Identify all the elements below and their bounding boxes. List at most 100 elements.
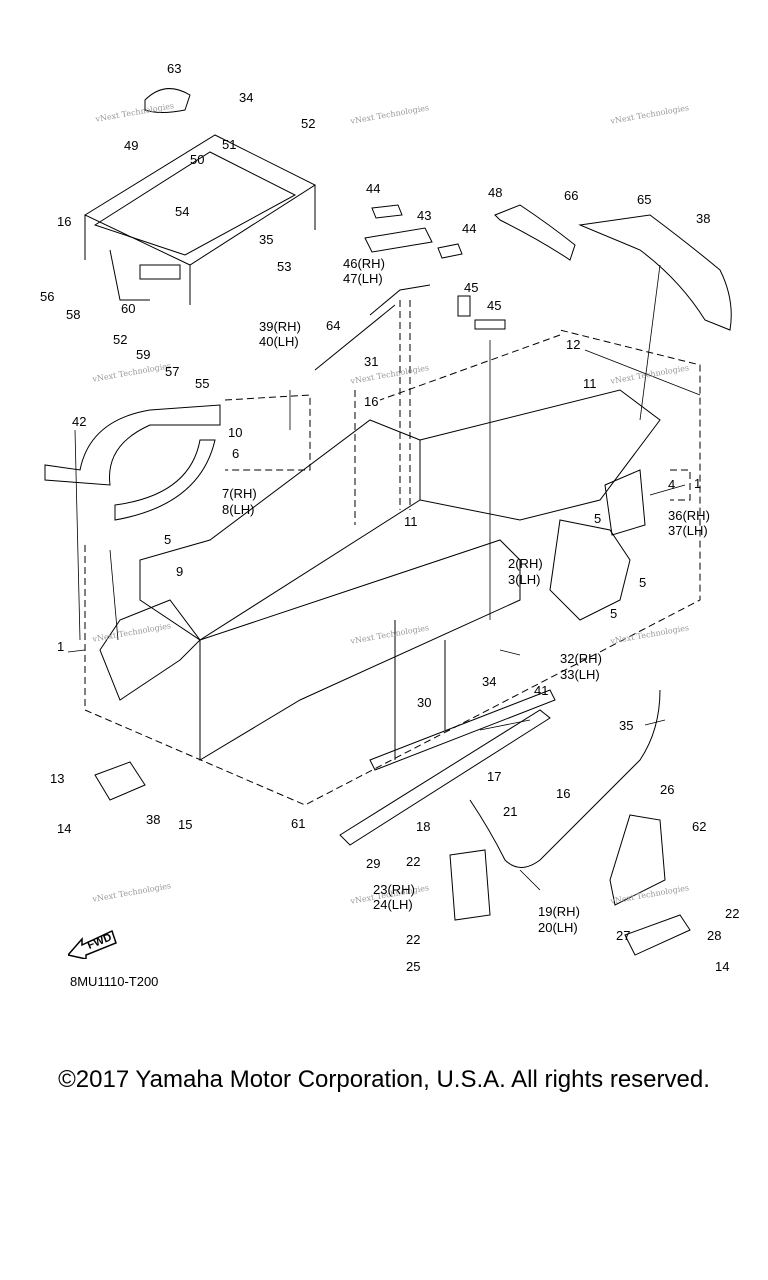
callout-label: 5 (639, 575, 647, 590)
callout-label: 29 (366, 856, 381, 871)
side-rails (339, 620, 556, 846)
callout-label: 40(LH) (259, 334, 299, 349)
callout-label: 30 (417, 695, 432, 710)
callout-label: 22 (406, 854, 421, 869)
part-45-shape (457, 295, 471, 317)
callout-label: 65 (637, 192, 652, 207)
callout-label: 34 (482, 674, 497, 689)
part-45-shape (474, 319, 506, 330)
callout-label: 16 (57, 214, 72, 229)
callout-label: 36(RH) (668, 508, 710, 523)
callout-label: 34 (239, 90, 254, 105)
part-36-37-shape (604, 469, 646, 536)
callout-label: 22 (406, 932, 421, 947)
callout-label: 22 (725, 906, 740, 921)
callout-label: 38 (146, 812, 161, 827)
callout-label: 60 (121, 301, 136, 316)
callout-label: 5 (610, 606, 618, 621)
callout-label: 2(RH) (508, 556, 543, 571)
callout-label: 23(RH) (373, 882, 415, 897)
callout-label: 56 (40, 289, 55, 304)
callout-label: 52 (113, 332, 128, 347)
part-44-shape (437, 243, 463, 259)
callout-label: 35 (259, 232, 274, 247)
callout-label: 3(LH) (508, 572, 541, 587)
callout-label: 25 (406, 959, 421, 974)
callout-label: 1 (694, 476, 702, 491)
callout-label: 52 (301, 116, 316, 131)
part-48-shape (494, 204, 576, 261)
diagram-code: 8MU1110-T200 (70, 974, 159, 989)
callout-label: 47(LH) (343, 271, 383, 286)
part-28-shape (624, 914, 691, 956)
callout-label: 51 (222, 137, 237, 152)
callout-label: 58 (66, 307, 81, 322)
callout-label: 28 (707, 928, 722, 943)
callout-label: 61 (291, 816, 306, 831)
assembly-dashed-outline (84, 300, 701, 806)
callout-label: 27 (616, 928, 631, 943)
callout-label: 39(RH) (259, 319, 301, 334)
callout-label: 14 (57, 821, 72, 836)
parts-drawing (44, 88, 732, 956)
callout-label: 41 (534, 683, 549, 698)
callout-label: 6 (232, 446, 240, 461)
callout-label: 62 (692, 819, 707, 834)
part-46-47-shape (369, 284, 431, 316)
callout-label: 16 (364, 394, 379, 409)
callout-label: 31 (364, 354, 379, 369)
part-44-shape (371, 204, 403, 219)
rear-rack (83, 134, 317, 305)
callout-label: 38 (696, 211, 711, 226)
part-64-shape (314, 304, 396, 371)
callout-label: 13 (50, 771, 65, 786)
callout-label: 54 (175, 204, 190, 219)
callout-label: 42 (72, 414, 87, 429)
callout-label: 44 (462, 221, 477, 236)
callout-label: 5 (164, 532, 172, 547)
fwd-arrow-icon: FWD (68, 929, 117, 959)
callout-label: 45 (464, 280, 479, 295)
copyright-notice: ©2017 Yamaha Motor Corporation, U.S.A. A… (58, 1066, 710, 1093)
callout-label: 37(LH) (668, 523, 708, 538)
callout-label: 49 (124, 138, 139, 153)
callout-label: 55 (195, 376, 210, 391)
callout-label: 10 (228, 425, 243, 440)
callout-label: 21 (503, 804, 518, 819)
callout-label: 9 (176, 564, 184, 579)
callout-label: 48 (488, 185, 503, 200)
callout-label: 17 (487, 769, 502, 784)
tunnel-frame (99, 389, 661, 761)
callout-label: 12 (566, 337, 581, 352)
parts-diagram: vNext Technologies vNext Technologies vN… (40, 61, 740, 989)
callout-label: 20(LH) (538, 920, 578, 935)
callout-label: 11 (583, 376, 597, 391)
callout-label: 26 (660, 782, 675, 797)
callout-label: 5 (594, 511, 602, 526)
callout-label: 24(LH) (373, 897, 413, 912)
callout-label: 53 (277, 259, 292, 274)
callout-label: 59 (136, 347, 151, 362)
callout-label: 35 (619, 718, 634, 733)
part-23-24-shape (449, 849, 491, 921)
callout-label: 63 (167, 61, 182, 76)
part-13-shape (94, 761, 146, 801)
callout-label: 32(RH) (560, 651, 602, 666)
callout-label: 7(RH) (222, 486, 257, 501)
callout-label: 1 (57, 639, 65, 654)
callout-label: 45 (487, 298, 502, 313)
leader-lines (67, 264, 701, 891)
part-43-shape (364, 227, 433, 253)
callout-label: 15 (178, 817, 193, 832)
callout-label: 46(RH) (343, 256, 385, 271)
callout-label: 8(LH) (222, 502, 255, 517)
callout-label: 16 (556, 786, 571, 801)
callout-label: 66 (564, 188, 579, 203)
callout-label: 44 (366, 181, 381, 196)
callout-label: 19(RH) (538, 904, 580, 919)
callout-label: 4 (668, 477, 676, 492)
part-65-shape (578, 214, 732, 331)
callout-label: 33(LH) (560, 667, 600, 682)
callout-label: 18 (416, 819, 431, 834)
part-63-shape (144, 88, 191, 113)
